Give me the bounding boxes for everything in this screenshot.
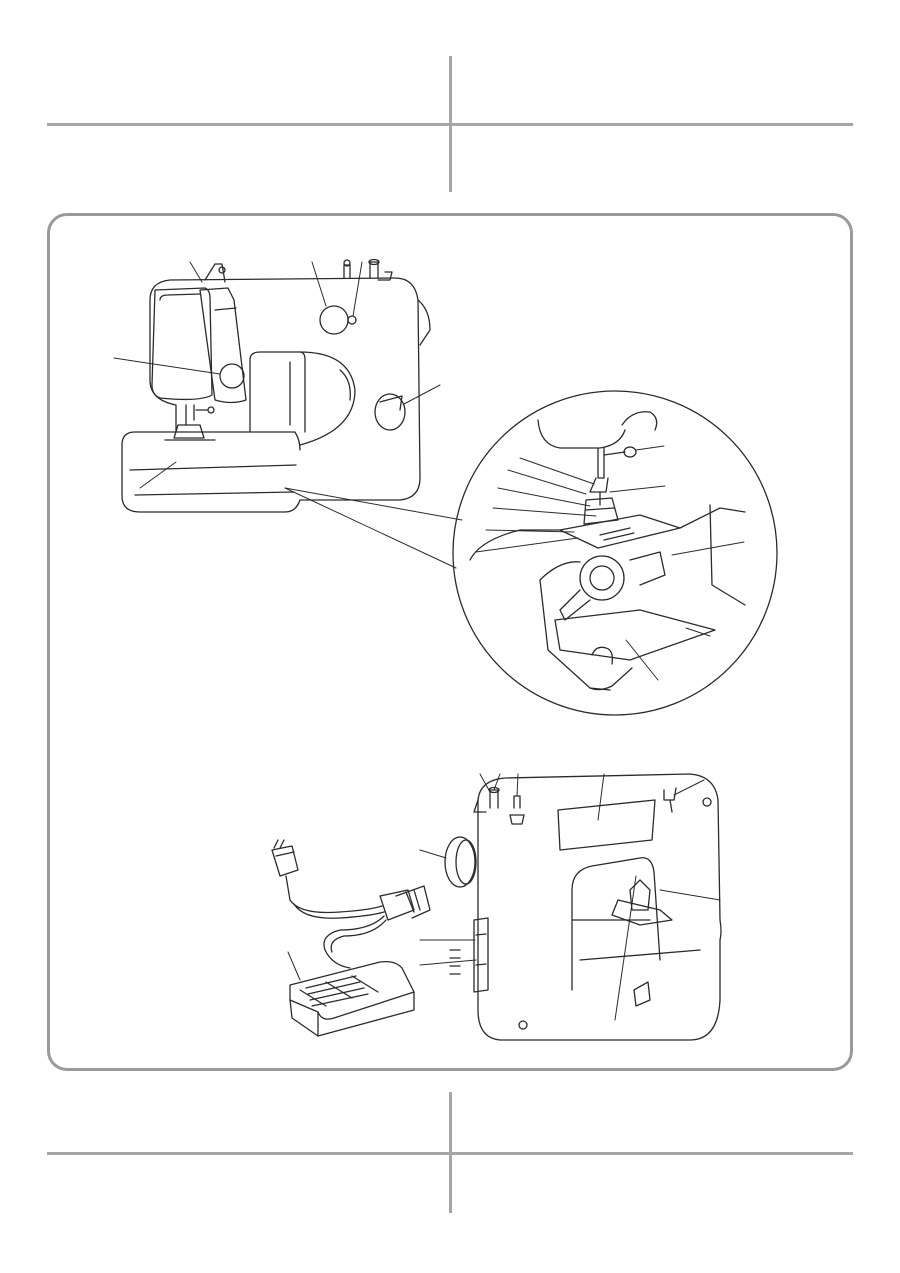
illustration-frame [47,213,853,1071]
header-rule-vertical [449,56,452,192]
foot-controller-with-power-cord [271,839,431,1037]
footer-rule-vertical [449,1092,452,1213]
sewing-machine-back-view [419,773,722,1041]
sewing-machine-front-view [113,258,463,569]
needle-and-bobbin-area-detail [452,390,778,716]
